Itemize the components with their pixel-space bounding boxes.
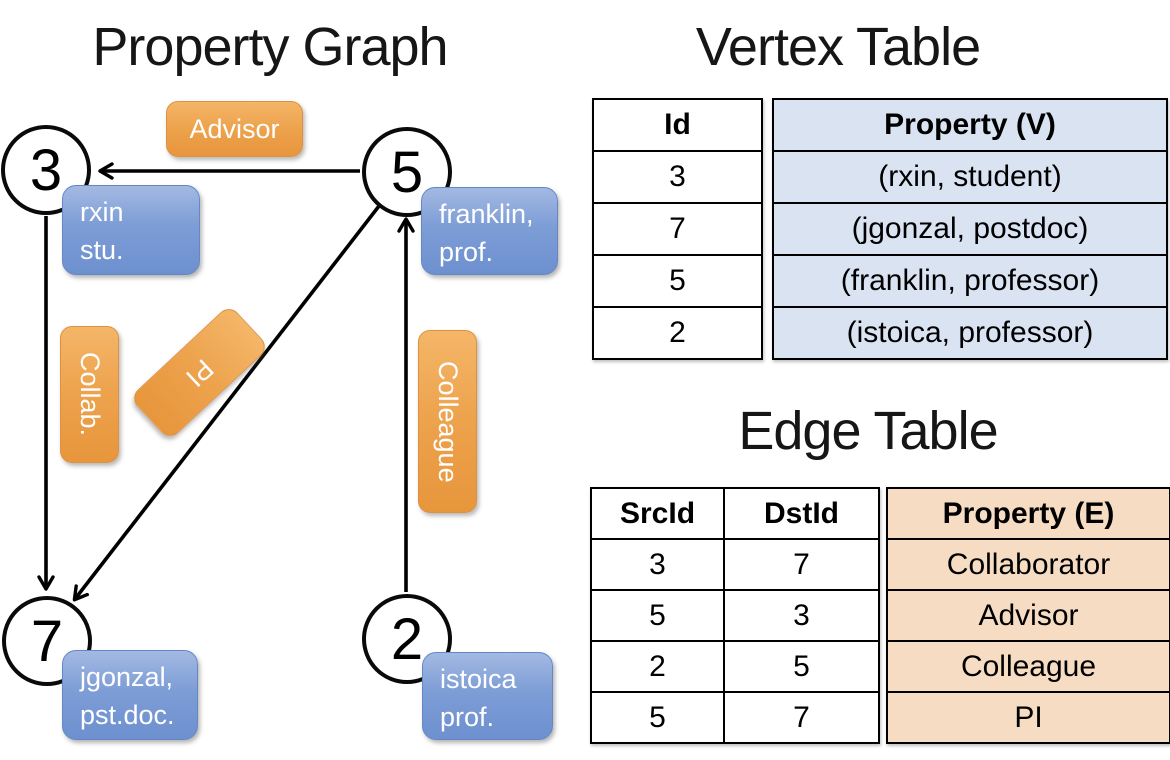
- table-row: (istoica, professor): [772, 306, 1168, 360]
- table-row: 3 7: [590, 538, 880, 591]
- edge-label-collab: Collab.: [60, 326, 119, 463]
- table-cell: 7: [723, 691, 880, 744]
- edge-table-id-columns: SrcId DstId 3 7 5 3 2 5 5 7: [590, 487, 880, 744]
- table-cell: 5: [590, 589, 725, 642]
- table-row: 2: [592, 306, 763, 360]
- vertex-node-7-id: 7: [30, 608, 64, 674]
- table-cell: (rxin, student): [772, 150, 1168, 204]
- property-graph-title: Property Graph: [92, 17, 448, 77]
- table-cell: 7: [592, 202, 763, 256]
- table-cell: 3: [723, 589, 880, 642]
- edge-table: SrcId DstId 3 7 5 3 2 5 5 7 Property (E)…: [590, 487, 1170, 744]
- table-row: (rxin, student): [772, 150, 1168, 204]
- table-cell: Advisor: [886, 589, 1170, 642]
- table-row: Collaborator: [886, 538, 1170, 591]
- table-cell: PI: [886, 691, 1170, 744]
- edge-pi-5-to-7: [72, 204, 381, 602]
- vertex-property-line: prof.: [439, 236, 494, 267]
- table-cell: 5: [590, 691, 725, 744]
- vertex-node-5: 5: [362, 127, 452, 217]
- table-cell: 3: [590, 538, 725, 591]
- vertex-property-line: istoica: [440, 664, 517, 694]
- vertex-property-box-rxin: rxin stu.: [62, 185, 200, 275]
- table-cell: 2: [592, 306, 763, 360]
- vertex-table-id-column: Id 3 7 5 2: [592, 98, 763, 360]
- edge-table-property-column: Property (E) Collaborator Advisor Collea…: [886, 487, 1170, 744]
- edge-table-header-property: Property (E): [886, 487, 1170, 540]
- table-row: (franklin, professor): [772, 254, 1168, 308]
- edge-table-header-srcid: SrcId: [590, 487, 725, 540]
- edge-table-header-dstid: DstId: [723, 487, 880, 540]
- table-row: 5 7: [590, 691, 880, 744]
- table-cell: Collaborator: [886, 538, 1170, 591]
- vertex-node-2-id: 2: [390, 606, 424, 672]
- table-cell: (jgonzal, postdoc): [772, 202, 1168, 256]
- edge-table-title: Edge Table: [738, 401, 998, 461]
- vertex-table-header-id: Id: [592, 98, 763, 152]
- vertex-property-line: pst.doc.: [80, 699, 175, 730]
- vertex-property-box-franklin: franklin, prof.: [421, 187, 558, 275]
- table-row: 5 3: [590, 589, 880, 642]
- table-row: Advisor: [886, 589, 1170, 642]
- vertex-table-header-property: Property (V): [772, 98, 1168, 152]
- vertex-property-box-istoica: istoica prof.: [422, 652, 553, 740]
- edge-label-advisor: Advisor: [166, 101, 303, 157]
- table-cell: 5: [723, 640, 880, 693]
- vertex-property-line: rxin: [80, 197, 124, 227]
- vertex-table: Id 3 7 5 2 Property (V) (rxin, student) …: [592, 98, 1168, 360]
- vertex-node-2: 2: [362, 594, 452, 684]
- vertex-property-line: stu.: [80, 234, 124, 265]
- table-row: (jgonzal, postdoc): [772, 202, 1168, 256]
- table-cell: 5: [592, 254, 763, 308]
- table-cell: (franklin, professor): [772, 254, 1168, 308]
- vertex-node-5-id: 5: [390, 139, 424, 205]
- vertex-table-title: Vertex Table: [695, 17, 981, 77]
- table-row: PI: [886, 691, 1170, 744]
- edge-label-colleague: Colleague: [418, 330, 477, 513]
- table-row: 2 5: [590, 640, 880, 693]
- vertex-property-box-jgonzal: jgonzal, pst.doc.: [62, 650, 198, 740]
- vertex-node-3-id: 3: [29, 137, 63, 203]
- vertex-property-line: prof.: [440, 701, 495, 732]
- table-cell: (istoica, professor): [772, 306, 1168, 360]
- table-cell: 3: [592, 150, 763, 204]
- table-row: Colleague: [886, 640, 1170, 693]
- graph-edges-svg: [37, 162, 415, 602]
- vertex-table-property-column: Property (V) (rxin, student) (jgonzal, p…: [772, 98, 1168, 360]
- table-row: 3: [592, 150, 763, 204]
- table-row: 7: [592, 202, 763, 256]
- table-cell: 2: [590, 640, 725, 693]
- table-cell: 7: [723, 538, 880, 591]
- table-row: 5: [592, 254, 763, 308]
- vertex-property-line: franklin,: [439, 199, 534, 229]
- table-cell: Colleague: [886, 640, 1170, 693]
- vertex-property-line: jgonzal,: [80, 662, 174, 692]
